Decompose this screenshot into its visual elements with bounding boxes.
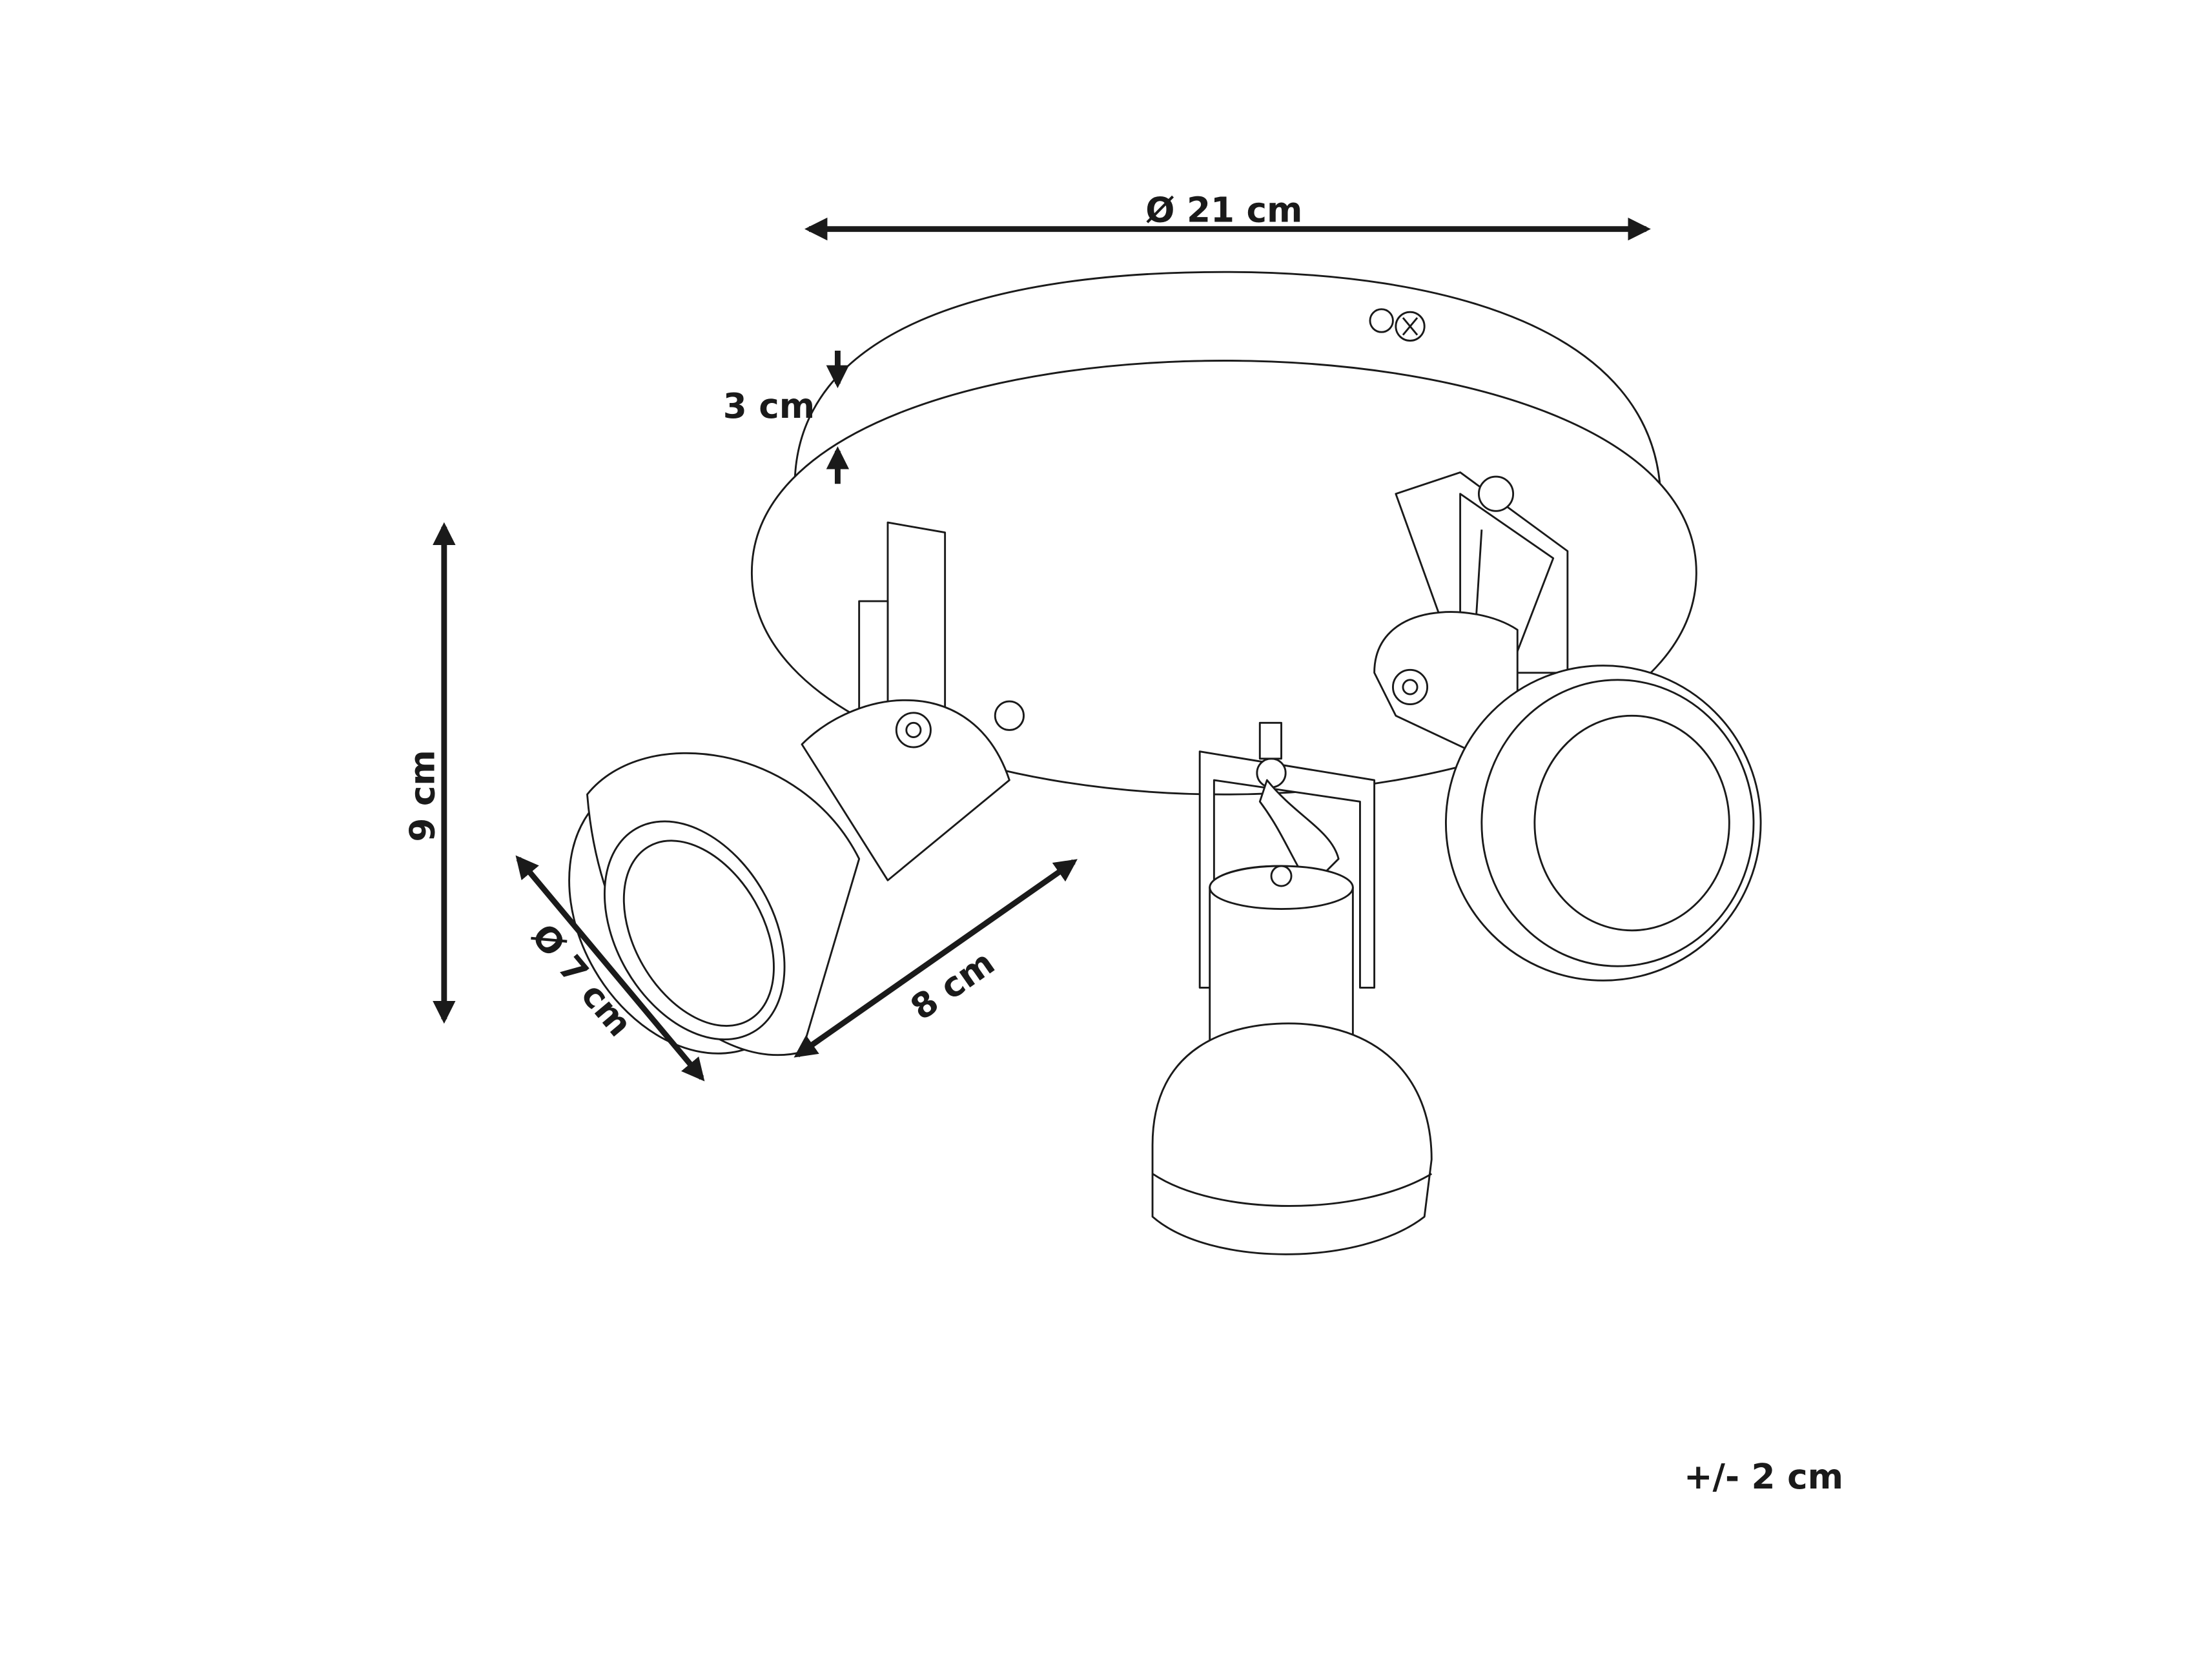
base-height-label: 3 cm [723, 386, 815, 426]
diameter-label: Ø 21 cm [1145, 191, 1302, 231]
spot-diameter-dimension-line [515, 855, 705, 1082]
spot-length-dimension-line [794, 859, 1078, 1058]
screw-icon [1369, 308, 1426, 342]
total-height-label: 9 cm [402, 750, 442, 841]
tolerance-label: +/- 2 cm [1684, 1457, 1843, 1497]
spot-length-label: 8 cm [903, 943, 1001, 1029]
right-spotlight [1373, 471, 1762, 982]
middle-spotlight [1151, 721, 1433, 1255]
